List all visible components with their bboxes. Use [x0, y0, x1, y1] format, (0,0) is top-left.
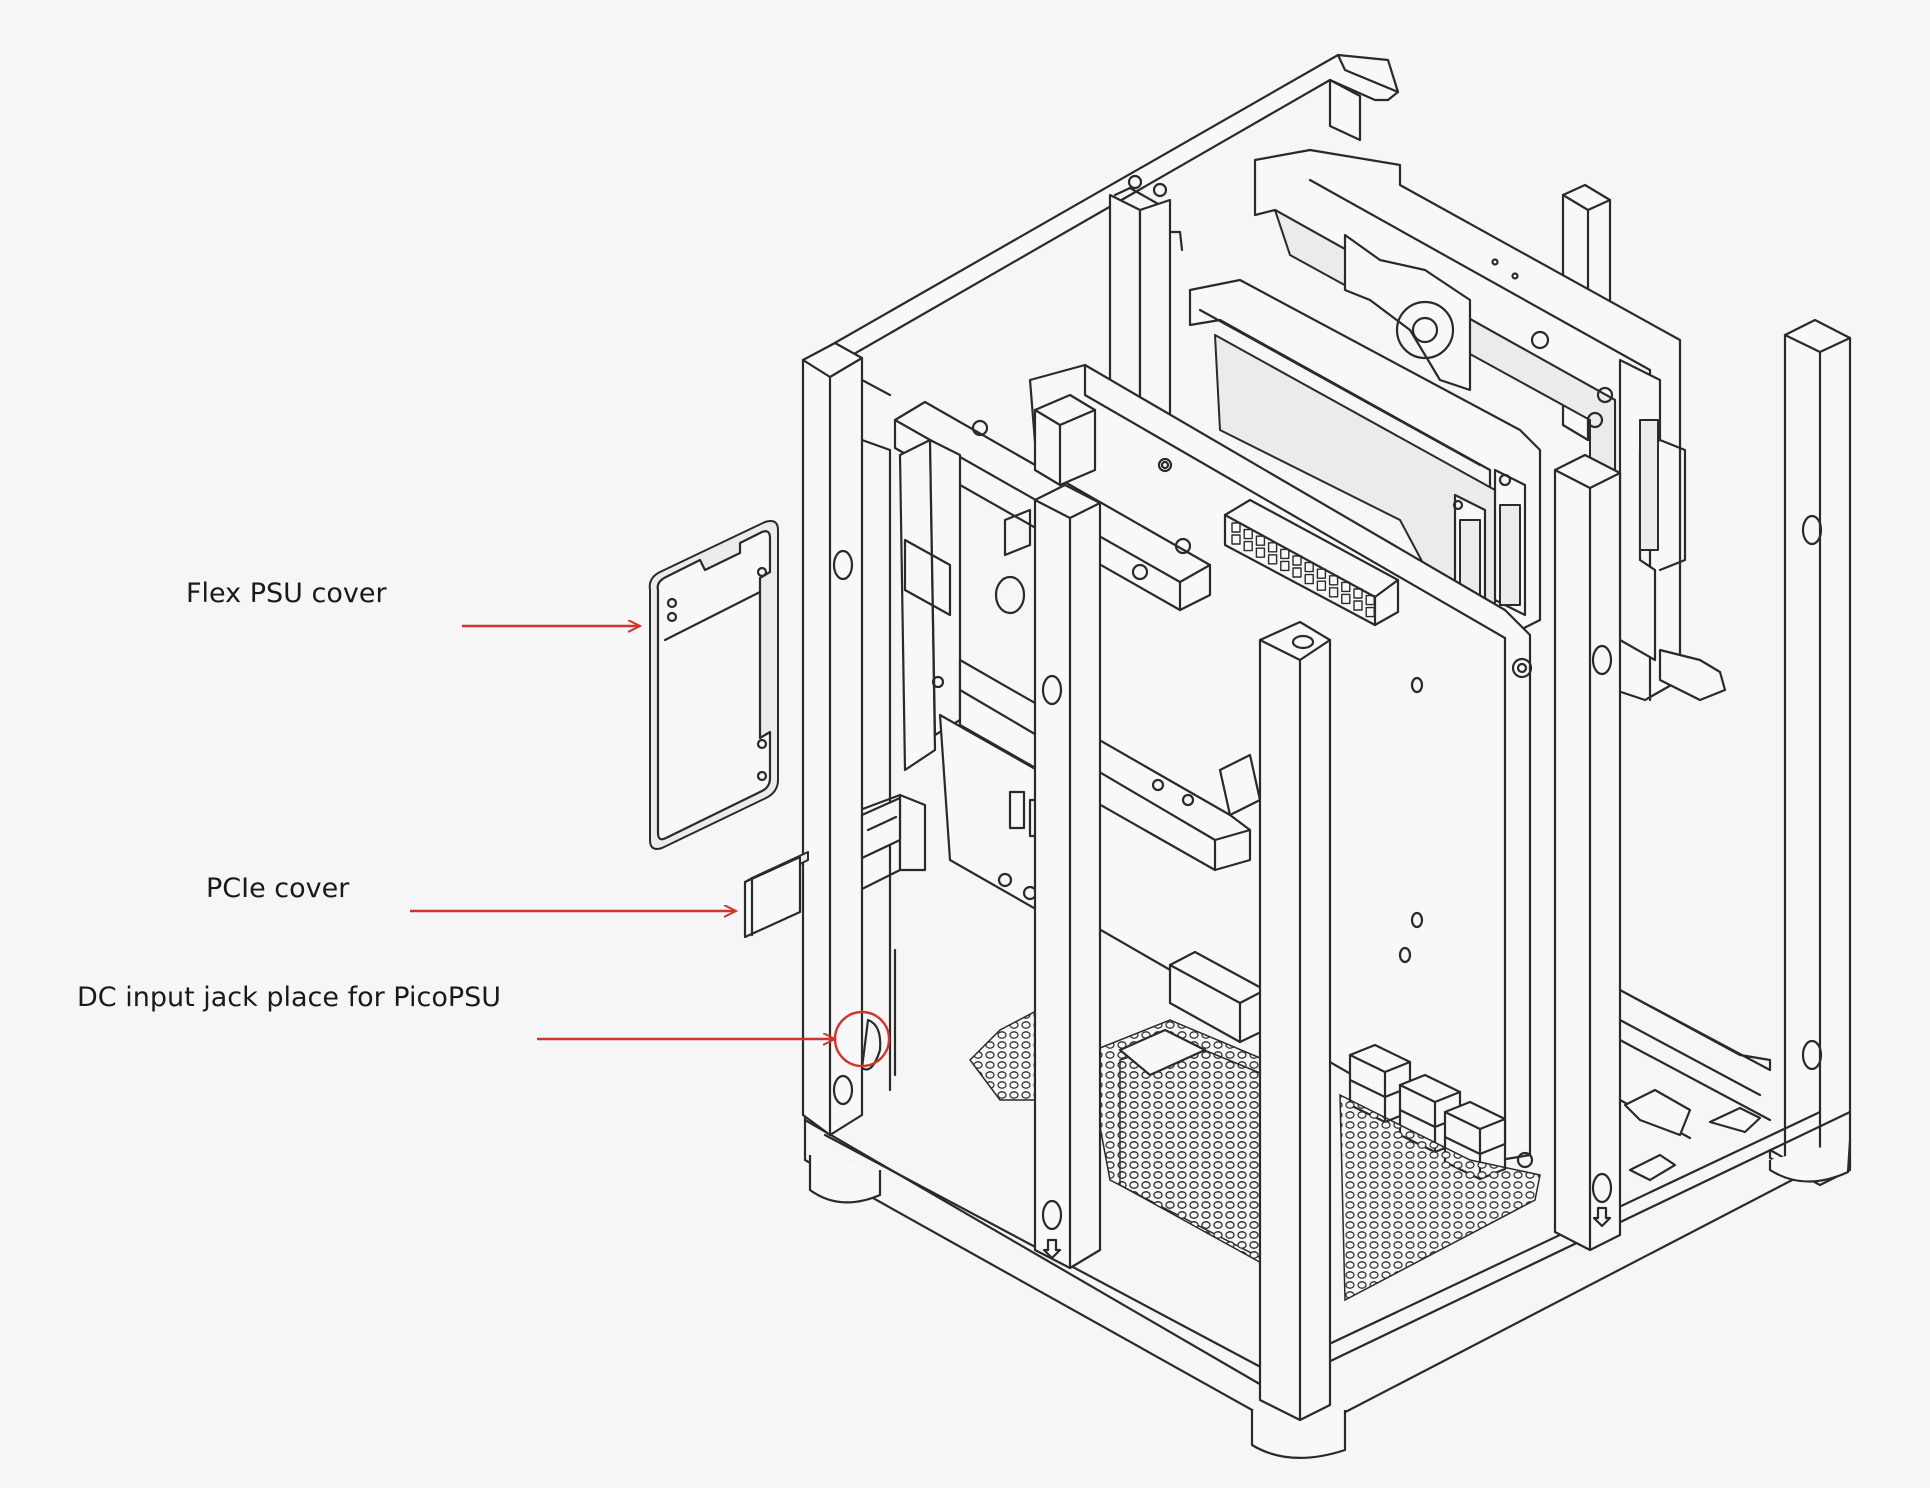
- atx-pin: [1267, 542, 1278, 553]
- atx-pin: [1243, 540, 1253, 552]
- atx-pin: [1255, 547, 1266, 558]
- atx-pin: [1353, 588, 1363, 599]
- case-floor: [803, 358, 1852, 1422]
- atx-pin: [1267, 554, 1278, 565]
- atx-pin: [1328, 587, 1339, 598]
- atx-pin: [1365, 594, 1375, 606]
- center-post: [1033, 483, 1102, 1270]
- front-post: [1258, 620, 1332, 1422]
- atx-pin: [1292, 567, 1302, 578]
- atx-pin: [1353, 600, 1363, 611]
- atx-pin: [1304, 561, 1314, 573]
- atx-pin: [1231, 522, 1241, 533]
- dc-jack-highlight-circle: [833, 1010, 891, 1068]
- hdd-second: [1188, 278, 1542, 642]
- atx-pin: [1316, 568, 1327, 579]
- pcie-cover: [743, 851, 809, 939]
- flex-psu-cover: [648, 520, 779, 850]
- atx-pin: [1280, 560, 1290, 572]
- front-left-post: [801, 341, 897, 1137]
- atx-pin: [1255, 535, 1266, 546]
- atx-pin: [1365, 606, 1375, 618]
- hdd-cage: [1253, 148, 1727, 711]
- perforated-floor: [969, 978, 1541, 1302]
- right-middle-post: [1553, 453, 1622, 1252]
- atx-pin: [1292, 555, 1302, 566]
- case-feet: [808, 1139, 1852, 1459]
- atx-pin: [1280, 548, 1290, 560]
- atx-24pin-connector: [1223, 498, 1400, 627]
- atx-pin: [1243, 528, 1253, 540]
- side-port-plate: [860, 796, 902, 860]
- atx-pin: [1341, 593, 1351, 605]
- atx-pin: [1231, 534, 1241, 545]
- flex-psu-cover-label: Flex PSU cover: [186, 578, 387, 609]
- atx-pin: [1328, 575, 1339, 586]
- atx-pin: [1341, 581, 1351, 593]
- dc-input-jack-label: DC input jack place for PicoPSU: [77, 982, 502, 1013]
- atx-pin: [1304, 573, 1314, 585]
- atx-pin: [1316, 580, 1327, 591]
- pcie-cover-label: PCIe cover: [206, 873, 350, 904]
- front-right-post: [1768, 318, 1852, 1187]
